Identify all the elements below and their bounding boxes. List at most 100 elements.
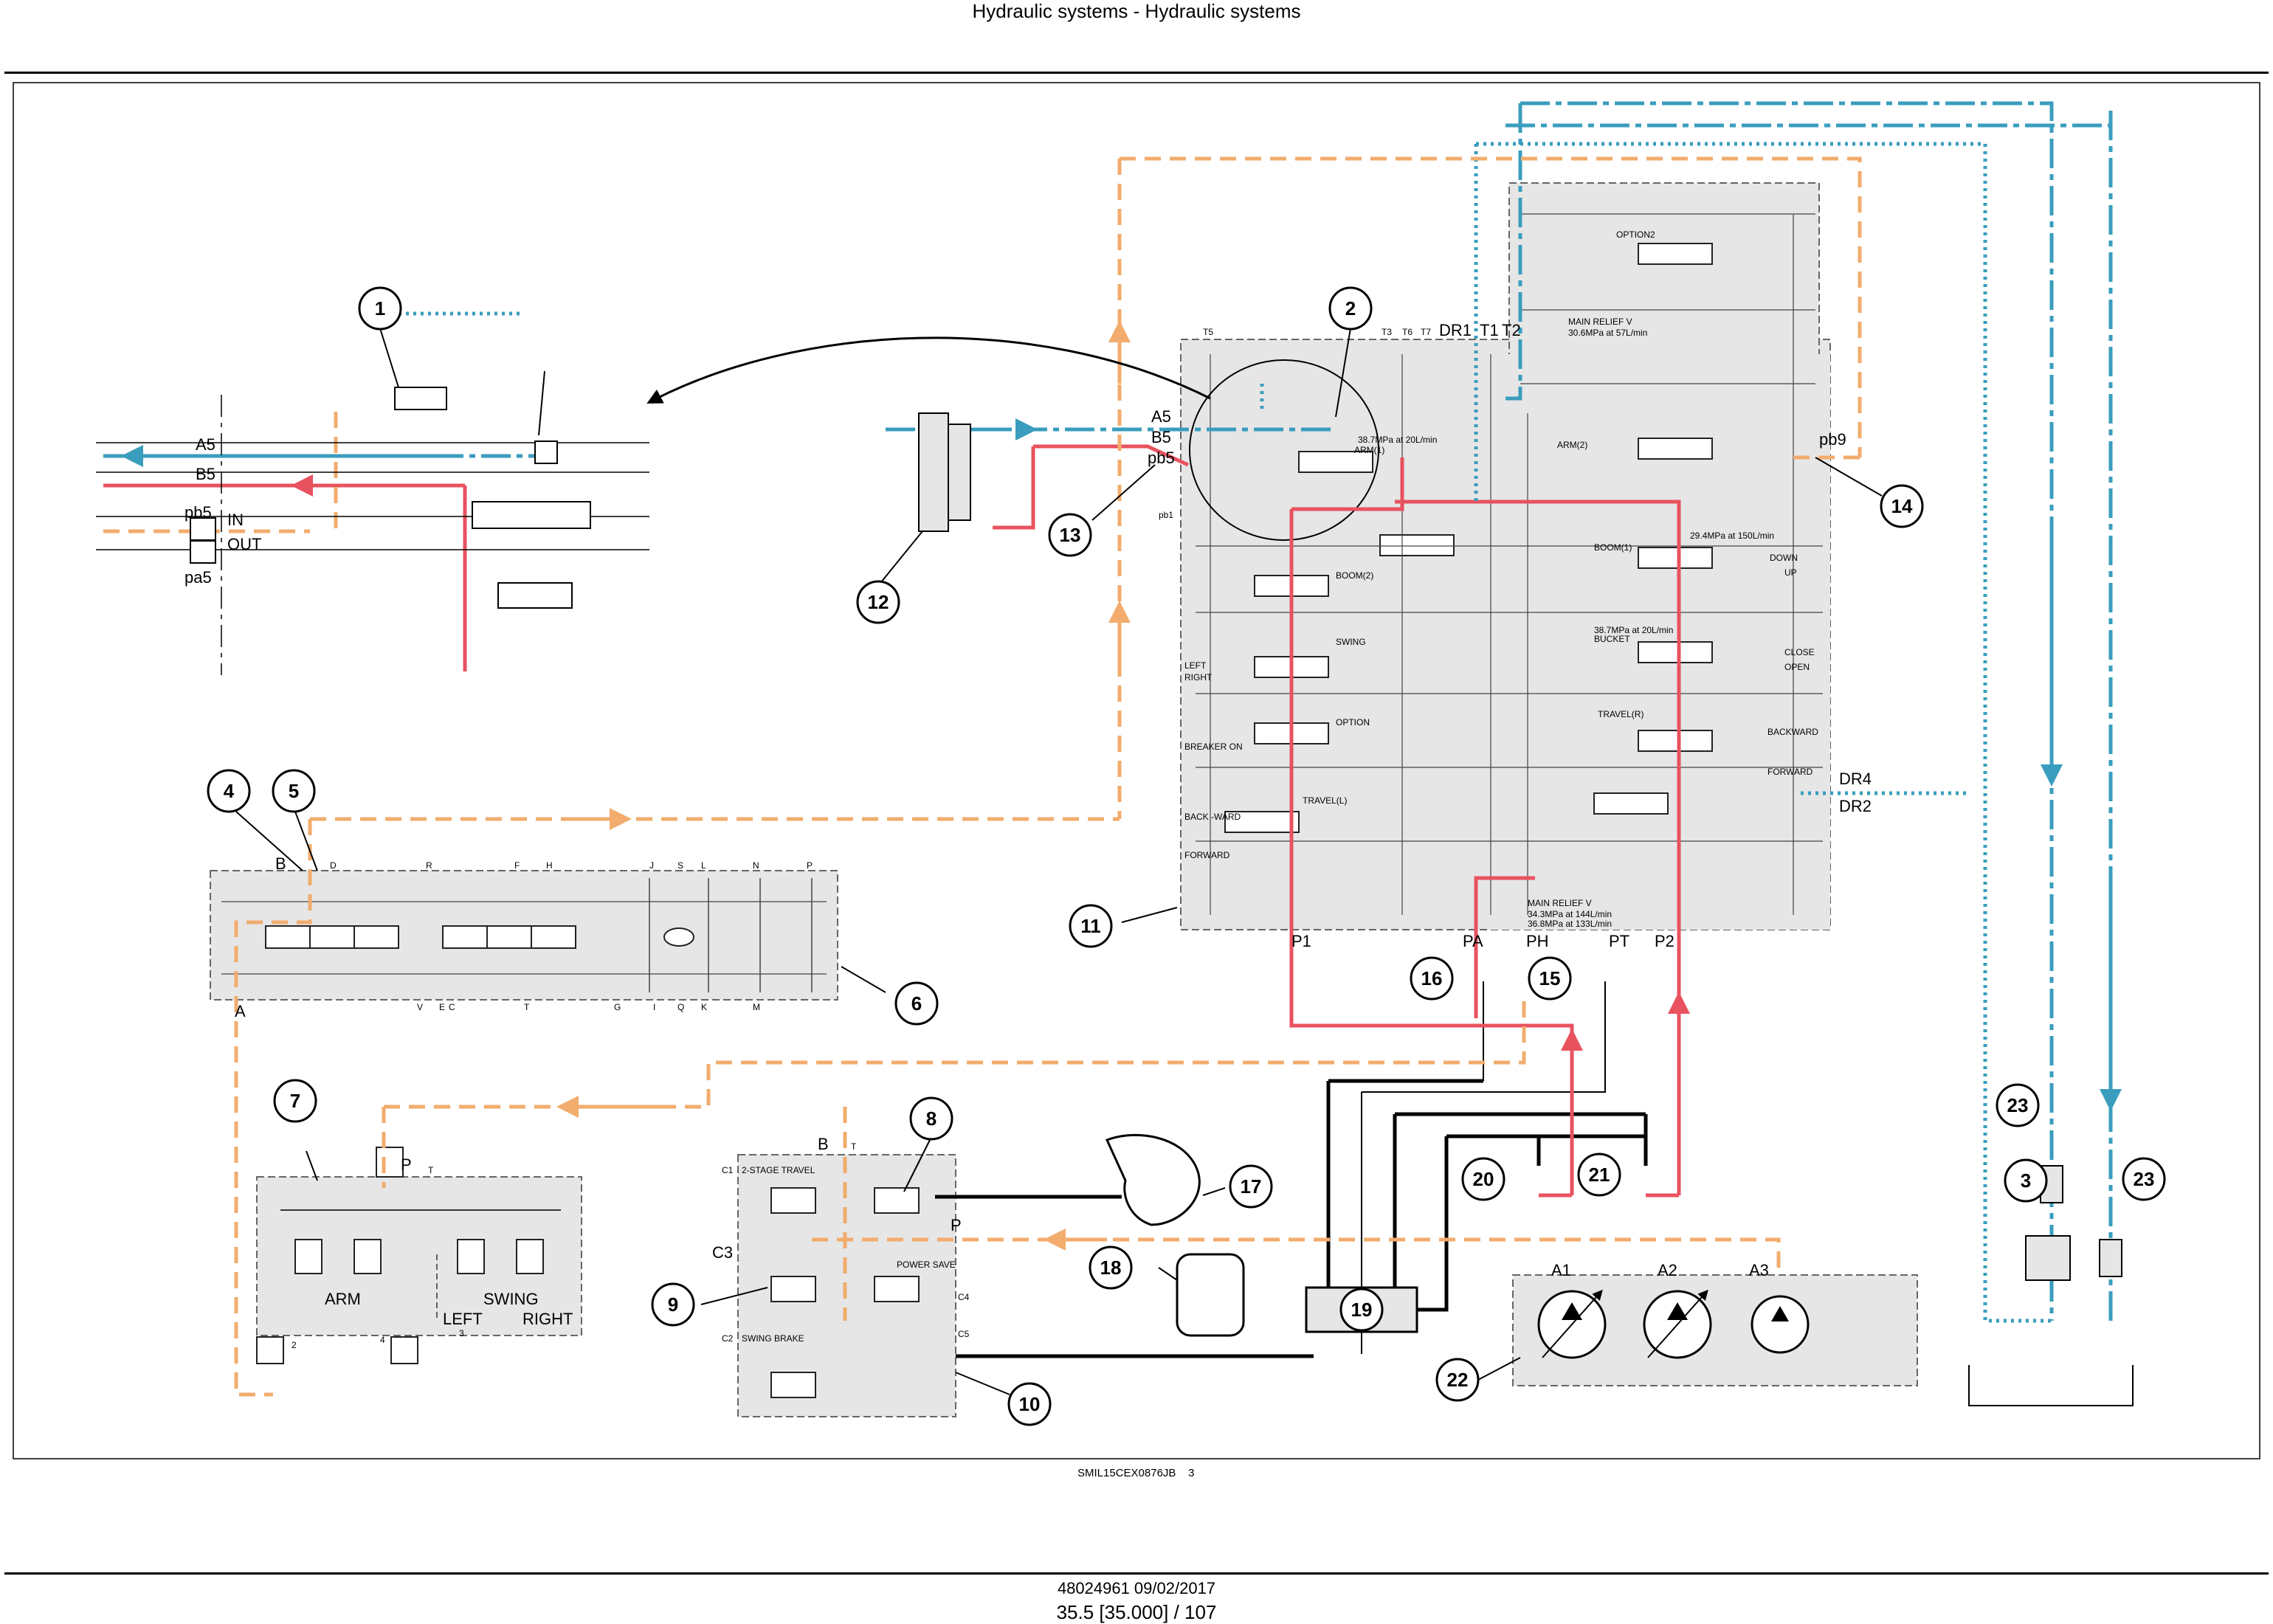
- port-t7: T7: [1421, 327, 1431, 337]
- svg-text:2: 2: [1345, 297, 1356, 319]
- svg-text:11: 11: [1080, 915, 1101, 937]
- section-travel-l: TRAVEL(L): [1303, 795, 1347, 806]
- callout-4: 4: [207, 769, 251, 813]
- callout-22: 22: [1435, 1358, 1480, 1402]
- label-c5: C5: [958, 1329, 970, 1339]
- svg-text:18: 18: [1100, 1257, 1122, 1279]
- svg-text:23: 23: [2134, 1168, 2155, 1190]
- pressure-relief-2: 36.8MPa at 133L/min: [1528, 919, 1612, 929]
- svg-text:19: 19: [1351, 1299, 1373, 1321]
- callout-23: 23: [1996, 1083, 2040, 1127]
- section-boom2: BOOM(2): [1336, 570, 1373, 581]
- callout-15: 15: [1528, 956, 1572, 1001]
- pilot-port-l: L: [701, 860, 706, 871]
- remote-label-4: 4: [380, 1335, 385, 1345]
- remote-label-3: 3: [459, 1328, 464, 1338]
- pilot-port-t: T: [524, 1002, 530, 1012]
- label-two-stage: 2-STAGE TRAVEL: [742, 1165, 815, 1175]
- pilot-port-h: H: [546, 860, 553, 871]
- svg-text:5: 5: [289, 780, 299, 802]
- port-pb1: pb1: [1159, 510, 1173, 520]
- remote-label-swing: SWING: [483, 1290, 539, 1308]
- port-ph: PH: [1526, 932, 1549, 950]
- remote-label-arm: ARM: [325, 1290, 361, 1308]
- port-dr1: DR1: [1439, 321, 1472, 339]
- figure-ref: SMIL15CEX0876JB 3: [1077, 1467, 1194, 1479]
- section-option: OPTION: [1336, 717, 1370, 728]
- pilot-port-a: A: [235, 1002, 246, 1020]
- callout-16: 16: [1410, 956, 1454, 1001]
- callout-5: 5: [272, 769, 316, 813]
- remote-label-right: RIGHT: [522, 1310, 573, 1328]
- callout-18: 18: [1089, 1245, 1133, 1290]
- svg-text:12: 12: [868, 591, 889, 613]
- callout-21: 21: [1577, 1153, 1621, 1197]
- section-travel-r: TRAVEL(R): [1598, 709, 1643, 719]
- pilot-port-s: S: [677, 860, 683, 871]
- pilot-port-i: I: [653, 1002, 655, 1012]
- svg-text:6: 6: [911, 992, 922, 1015]
- label-right: RIGHT: [1184, 672, 1213, 683]
- label-left: LEFT: [1184, 660, 1207, 671]
- callout-10: 10: [1007, 1382, 1052, 1426]
- port-b5: B5: [1151, 428, 1171, 446]
- label-breaker-on: BREAKER ON: [1184, 742, 1243, 752]
- monitor-icon: [1176, 1253, 1245, 1337]
- callout-17: 17: [1229, 1164, 1273, 1209]
- svg-text:14: 14: [1891, 495, 1913, 517]
- callout-8: 8: [909, 1096, 953, 1141]
- pilot-port-m: M: [753, 1002, 760, 1012]
- joystick-icon: [1105, 1133, 1201, 1226]
- svg-text:10: 10: [1019, 1393, 1041, 1415]
- svg-text:20: 20: [1473, 1168, 1494, 1190]
- solenoid-port-p: P: [951, 1216, 962, 1234]
- section-main-relief-bottom: MAIN RELIEF V: [1528, 898, 1592, 908]
- footer-doc-ref: 48024961 09/02/2017: [1057, 1579, 1216, 1597]
- label-close: CLOSE: [1784, 647, 1815, 657]
- pilot-port-n: N: [753, 860, 759, 871]
- pilot-port-p: P: [807, 860, 813, 871]
- pilot-port-g: G: [614, 1002, 621, 1012]
- pilot-port-e: E: [439, 1002, 445, 1012]
- svg-text:4: 4: [224, 780, 235, 802]
- remote-port-p: P: [401, 1155, 412, 1174]
- solenoid-port-b: B: [818, 1135, 829, 1153]
- svg-text:15: 15: [1539, 967, 1561, 989]
- port-p1: P1: [1291, 932, 1311, 950]
- pilot-valve-block: [210, 870, 838, 1001]
- section-bucket: BUCKET: [1594, 634, 1630, 644]
- callout-1: 1: [358, 286, 402, 331]
- pilot-port-v: V: [417, 1002, 423, 1012]
- pressure-arm: 38.7MPa at 20L/min: [1358, 435, 1437, 445]
- label-c2: C2: [722, 1333, 734, 1344]
- section-arm1: ARM(1): [1354, 445, 1384, 455]
- callout-11: 11: [1069, 904, 1113, 948]
- pressure-main-top: 30.6MPa at 57L/min: [1568, 328, 1647, 338]
- callout-2: 2: [1328, 286, 1373, 331]
- label-forward-l: FORWARD: [1184, 850, 1230, 860]
- pilot-port-j: J: [649, 860, 654, 871]
- page-header-title: Hydraulic systems - Hydraulic systems: [972, 0, 1301, 22]
- remote-control-valve: [256, 1147, 582, 1364]
- pilot-port-k: K: [701, 1002, 707, 1012]
- port-pt: PT: [1609, 932, 1629, 950]
- pilot-port-q: Q: [677, 1002, 684, 1012]
- pilot-port-c: C: [449, 1002, 455, 1012]
- port-pb9: pb9: [1819, 430, 1846, 449]
- svg-text:13: 13: [1060, 524, 1081, 546]
- svg-text:3: 3: [2021, 1169, 2031, 1192]
- callout-6: 6: [894, 981, 939, 1026]
- arm-cylinder: [918, 412, 971, 532]
- pump-a2: A2: [1658, 1261, 1677, 1279]
- port-a5: A5: [1151, 407, 1171, 426]
- port-t5: T5: [1203, 327, 1213, 337]
- section-swing: SWING: [1336, 637, 1366, 647]
- port-t1: T1: [1480, 321, 1499, 339]
- callout-9: 9: [651, 1282, 695, 1327]
- svg-text:9: 9: [668, 1293, 678, 1316]
- figure-ref-num: 3: [1188, 1467, 1195, 1479]
- hydraulic-tank: [1968, 1365, 2134, 1406]
- label-back-ward: BACK -WARD: [1184, 812, 1241, 822]
- port-dr2: DR2: [1839, 797, 1872, 815]
